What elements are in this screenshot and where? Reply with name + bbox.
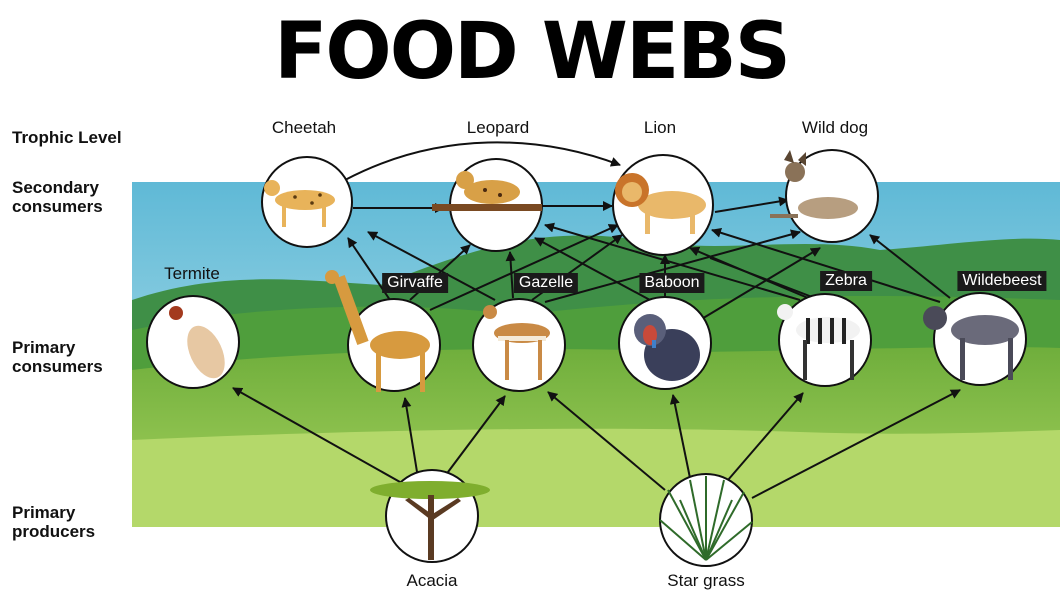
giraffe-label: Girvaffe bbox=[382, 273, 448, 293]
acacia-label: Acacia bbox=[406, 571, 457, 591]
gazelle-label: Gazelle bbox=[514, 273, 578, 293]
leopard-label: Leopard bbox=[467, 118, 529, 138]
zebra-label: Zebra bbox=[820, 271, 872, 291]
termite-label: Termite bbox=[164, 264, 220, 284]
wild-dog-label: Wild dog bbox=[802, 118, 868, 138]
lion-label: Lion bbox=[644, 118, 676, 138]
foreground-grass bbox=[132, 429, 1060, 527]
star-grass-label: Star grass bbox=[667, 571, 744, 591]
wildebeest-label: Wildebeest bbox=[957, 271, 1046, 291]
savanna-background bbox=[132, 182, 1060, 527]
baboon-label: Baboon bbox=[639, 273, 704, 293]
cheetah-label: Cheetah bbox=[272, 118, 336, 138]
